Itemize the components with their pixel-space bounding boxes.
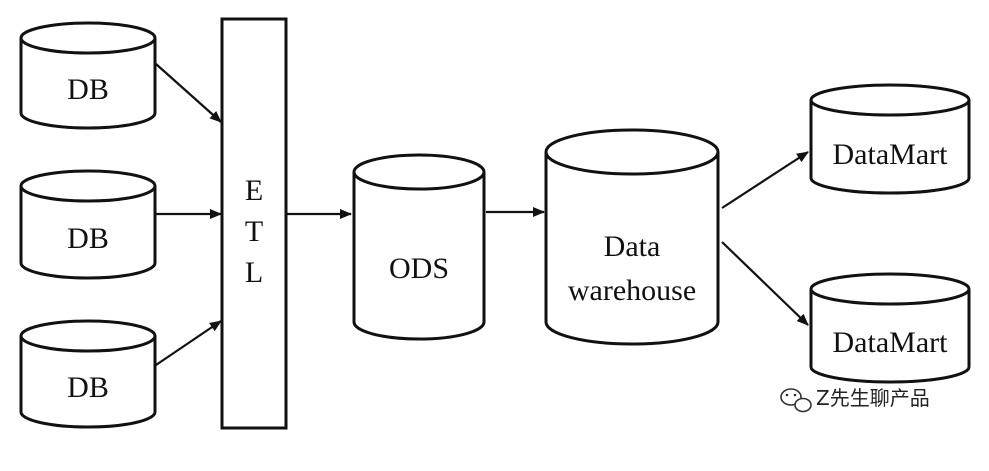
db-cylinder-3: DB [19,319,157,429]
data-warehouse-cylinder: Data warehouse [544,128,720,346]
arrow-db3-etl [155,320,222,366]
datamart-cylinder-1: DataMart [809,83,971,195]
etl-letter-l: L [245,256,263,289]
db-label-1: DB [67,73,109,106]
db-label-2: DB [67,222,109,255]
datamart-label-1: DataMart [833,138,949,171]
warehouse-label-line1: Data [604,230,661,263]
watermark: Z先生聊产品 [780,386,930,413]
datamart-label-2: DataMart [833,326,949,359]
datamart-cylinder-2: DataMart [809,272,971,384]
arrow-db1-etl [155,63,222,123]
watermark-text: Z先生聊产品 [816,386,930,410]
etl-letter-e: E [245,174,263,207]
db-label-3: DB [67,371,109,404]
warehouse-label-line2: warehouse [568,274,696,307]
ods-cylinder: ODS [352,153,486,341]
db-cylinder-1: DB [19,21,157,130]
etl-box: E T L [220,17,288,430]
wechat-icon [780,388,812,413]
etl-letter-t: T [245,215,263,248]
arrow-warehouse-datamart-2 [721,241,809,326]
arrow-warehouse-datamart-1 [721,151,809,209]
db-cylinder-2: DB [19,169,157,280]
ods-label: ODS [389,252,449,285]
